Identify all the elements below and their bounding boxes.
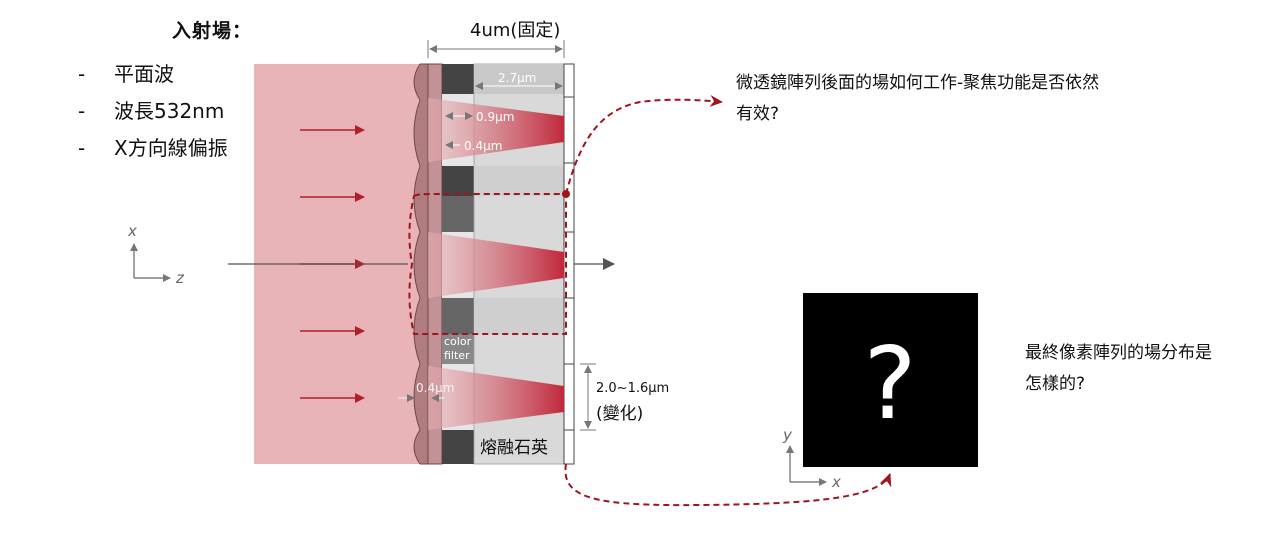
axis-y2-label: y: [782, 426, 793, 444]
bullet-dash: -: [78, 99, 86, 123]
bullet-dash: -: [78, 62, 86, 86]
total-thickness-label: 4um(固定): [470, 20, 561, 41]
axis-z-label: z: [175, 269, 185, 287]
bullet-text: X方向線偏振: [114, 136, 228, 160]
color-filter-block: [442, 298, 474, 334]
substrate-band: [474, 298, 564, 334]
substrate-label: 熔融石英: [480, 438, 548, 458]
incident-field-title: 入射場：: [172, 20, 253, 42]
color-filter-block: [442, 196, 474, 232]
lens-width-label: 0.9μm: [476, 110, 514, 124]
question-mark-icon: ?: [863, 325, 916, 442]
link-to-pixel-box: [564, 463, 892, 507]
bullet-text: 平面波: [114, 62, 174, 86]
bullet-text: 波長532nm: [114, 99, 225, 123]
color-filter-label-line2: filter: [444, 349, 470, 362]
microlens-layer: [413, 63, 429, 465]
black-matrix: [442, 166, 474, 196]
black-matrix: [442, 64, 474, 94]
pitch-label: 2.0~1.6μm: [596, 381, 669, 396]
link-to-question-1: [565, 94, 723, 195]
color-filter-label-line1: color: [444, 335, 472, 348]
incident-item-plane-wave: - 平面波: [78, 58, 174, 87]
black-matrix: [442, 430, 474, 464]
incident-item-wavelength: - 波長532nm: [78, 95, 224, 124]
inner-width-label: 2.7μm: [498, 71, 536, 85]
substrate-band: [474, 166, 564, 196]
axis-x-label: x: [127, 222, 137, 240]
incident-item-polarization: - X方向線偏振: [78, 132, 228, 161]
pixel-field-box: [803, 293, 978, 467]
axis-x2-label: x: [831, 473, 841, 491]
focus-cone: [428, 232, 564, 298]
focus-cone: [428, 366, 564, 430]
gap-label-lower: 0.4μm: [416, 381, 454, 395]
gap-label-upper: 0.4μm: [464, 139, 502, 153]
pitch-note: (變化): [596, 404, 643, 424]
color-filter-block: [442, 334, 474, 364]
question-focusing: 微透鏡陣列後面的場如何工作-聚焦功能是否依然有效?: [736, 73, 1100, 124]
selection-region: [408, 193, 567, 335]
bullet-dash: -: [78, 136, 86, 160]
question-pixel-field: 最終像素陣列的場分布是怎樣的?: [1025, 343, 1212, 394]
